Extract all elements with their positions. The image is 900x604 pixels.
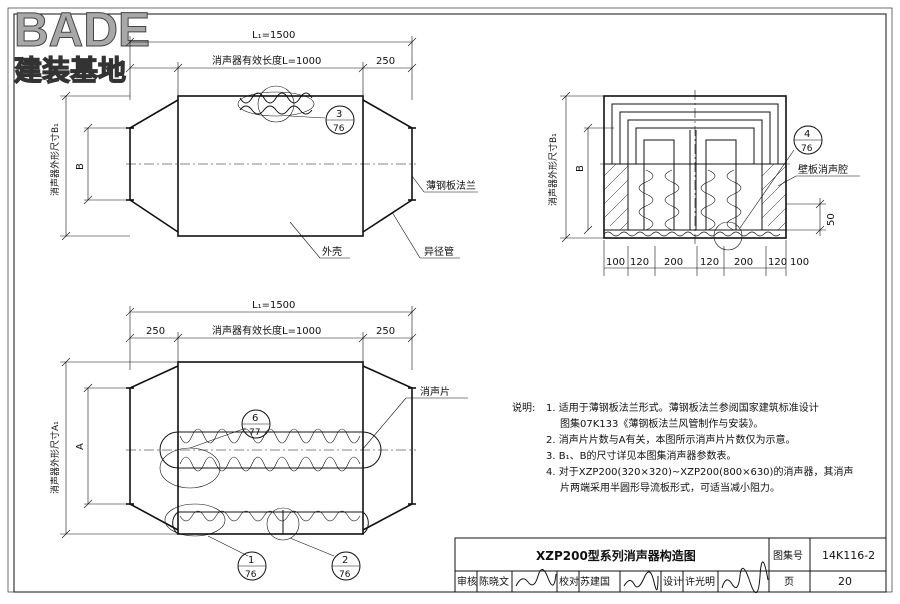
notes-heading: 说明: (512, 401, 535, 414)
top-total-length: L₁=1500 (252, 30, 295, 41)
side-ref-num-1: 6 (252, 413, 258, 424)
note-line-5: 4. 对于XZP200(320×320)~XZP200(800×630)的消声器… (546, 465, 853, 478)
side-end-right: 250 (376, 326, 395, 337)
section-bottom-dim-4: 120 (700, 257, 719, 268)
label-plate: 消声片 (420, 385, 450, 398)
section-ref-sheet: 76 (801, 144, 813, 154)
check-label: 校对 (559, 575, 579, 588)
top-ref-num: 3 (336, 109, 342, 120)
side-ref-sheet-2: 76 (245, 570, 257, 580)
notes: 说明: 1. 适用于薄钢板法兰形式。薄钢板法兰参阅国家建筑标准设计 图集07K1… (512, 401, 853, 494)
side-dim-a: A (75, 443, 86, 450)
section-dim-b: B (575, 165, 586, 172)
section-ref-num: 4 (804, 129, 810, 140)
top-effective-length: 消声器有效长度L=1000 (212, 54, 321, 67)
note-line-4: 3. B₁、B的尺寸详见本图集消声器参数表。 (546, 449, 736, 462)
side-ref-num-3: 2 (342, 555, 348, 566)
checker-signature (623, 571, 659, 591)
side-outer-label: 消声器外形尺寸A₁ (49, 421, 61, 494)
label-cavity: 壁板消声腔 (798, 163, 848, 176)
label-shell: 外壳 (322, 245, 342, 258)
inner-border (13, 13, 887, 593)
label-flange: 薄钢板法兰 (426, 179, 476, 192)
top-ref-sheet: 76 (333, 124, 345, 134)
drawing-title: XZP200型系列消声器构造图 (536, 548, 696, 563)
atlas-no: 14K116-2 (822, 549, 875, 562)
side-total-length: L₁=1500 (252, 300, 295, 311)
section-view: 消声器外形尺寸B₁ B (547, 90, 860, 276)
page-label: 页 (784, 576, 794, 588)
section-bottom-dim-7: 100 (790, 257, 809, 268)
section-dim-50: 50 (826, 213, 837, 226)
side-ref-sheet-1: 77 (249, 428, 260, 438)
section-bottom-dim-2: 120 (630, 257, 649, 268)
top-reducer-left (129, 99, 179, 233)
logo: BADE 建装基地 (13, 4, 150, 87)
section-outer-label: 消声器外形尺寸B₁ (547, 133, 559, 206)
designer-name: 许光明 (685, 575, 715, 588)
page-no: 20 (838, 575, 852, 588)
side-ref-sheet-3: 76 (339, 570, 351, 580)
top-end-length: 250 (376, 56, 395, 67)
top-outer-label: 消声器外形尺寸B₁ (49, 123, 61, 196)
label-reducer: 异径管 (424, 245, 454, 258)
top-view: L₁=1500 消声器有效长度L=1000 250 消声器外形尺寸B₁ B (49, 30, 478, 259)
review-label: 审核 (457, 575, 477, 588)
design-label: 设计 (663, 575, 683, 588)
section-bottom-dim-5: 200 (734, 257, 753, 268)
logo-subtitle: 建装基地 (14, 55, 126, 86)
top-reducer-right (362, 99, 413, 233)
reviewer-signature (515, 569, 557, 587)
section-bottom-dim-1: 100 (606, 257, 625, 268)
side-effective-length: 消声器有效长度L=1000 (212, 324, 321, 337)
section-bottom-dim-3: 200 (664, 257, 683, 268)
top-dim-b: B (75, 163, 86, 170)
note-line-2: 图集07K133《薄钢板法兰风管制作与安装》。 (560, 417, 763, 430)
section-bottom-dim-6: 120 (768, 257, 787, 268)
checker-name: 苏建国 (580, 575, 610, 588)
designer-signature (721, 561, 769, 593)
top-shell (177, 95, 364, 237)
reviewer-name: 陈晓文 (479, 575, 509, 588)
note-line-3: 2. 消声片片数与A有关，本图所示消声片片数仅为示意。 (546, 433, 796, 446)
side-ref-num-2: 1 (248, 555, 254, 566)
logo-brand: BADE (14, 4, 150, 57)
note-line-1: 1. 适用于薄钢板法兰形式。薄钢板法兰参阅国家建筑标准设计 (546, 401, 819, 414)
side-shell (177, 361, 364, 535)
title-block: XZP200型系列消声器构造图 图集号 14K116-2 审核 陈晓文 校对 苏… (454, 537, 887, 593)
side-end-left: 250 (146, 326, 165, 337)
side-view: L₁=1500 250 消声器有效长度L=1000 250 消声器外形尺寸A₁ … (49, 300, 468, 581)
atlas-label: 图集号 (773, 549, 803, 562)
note-line-6: 片两端采用半圆形导流板形式，可适当减小阻力。 (560, 481, 780, 494)
